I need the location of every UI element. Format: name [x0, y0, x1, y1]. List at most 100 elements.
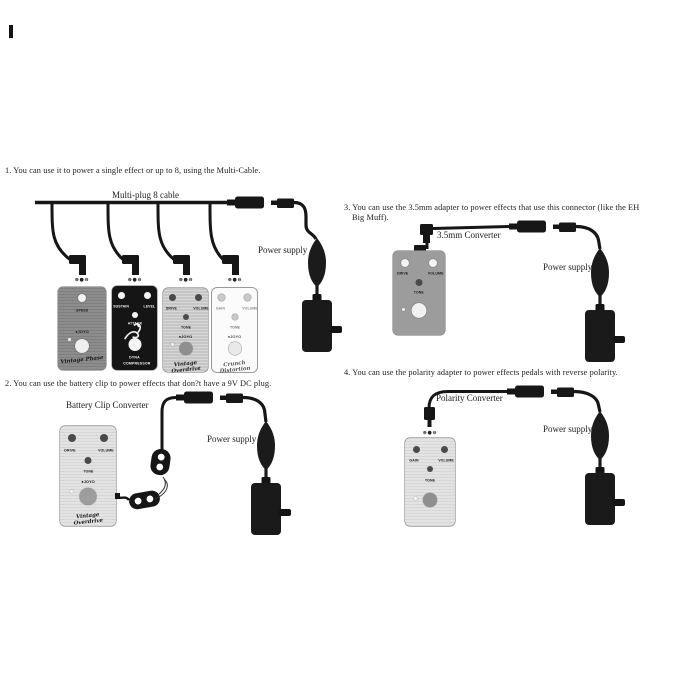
caption-section3-line1: 3. You can use the 3.5mm adapter to powe… — [344, 203, 640, 212]
caption-section2: 2. You can use the battery clip to power… — [5, 379, 272, 388]
caption-section4: 4. You can use the polarity adapter to p… — [344, 368, 618, 377]
power-supply-unit-s2 — [251, 421, 291, 535]
footswitch — [411, 303, 427, 319]
footswitch — [79, 488, 97, 505]
knob-sustain — [118, 291, 126, 299]
knob-label: TONE — [424, 478, 436, 482]
knob-drive — [68, 434, 77, 442]
polarity-symbol-4: ⊕●⊖ — [227, 276, 243, 283]
pedal-effect-s4: GAIN VOLUME TONE — [405, 438, 455, 526]
knob-label: VOLUME — [98, 448, 114, 453]
dc-plug-3 — [173, 255, 190, 275]
knob-label: SPEED — [75, 308, 89, 313]
label-power-supply-s1: Power supply — [258, 245, 308, 255]
plug-3-5mm — [414, 224, 433, 251]
power-supply-unit-s1 — [302, 238, 342, 352]
brand-logo: ●JOYO — [75, 329, 89, 334]
knob-label: DRIVE — [396, 272, 408, 276]
knob-volume — [194, 293, 202, 301]
footswitch — [228, 341, 241, 355]
pedal-vintage-overdrive-s2: DRIVE VOLUME TONE ●JOYO Vintage Overdriv… — [60, 426, 120, 527]
knob-label: VOLUME — [427, 272, 444, 276]
cable-connector-pair-s3 — [509, 220, 576, 233]
label-35mm-converter: 3.5mm Converter — [437, 230, 501, 240]
footswitch — [179, 341, 192, 355]
led-indicator — [414, 496, 417, 500]
knob-speed — [78, 293, 86, 302]
footswitch — [75, 339, 89, 354]
label-multi-plug-cable: Multi-plug 8 cable — [112, 190, 179, 200]
power-cable-s1 — [293, 200, 318, 240]
knob-label: VOLUME — [192, 306, 209, 311]
cable-connector-pair-s4 — [507, 385, 574, 398]
knob-attack — [131, 312, 138, 319]
converter-cable-s4 — [427, 390, 507, 409]
knob-volume — [429, 258, 438, 267]
label-polarity-converter: Polarity Converter — [436, 393, 503, 403]
pedal-vintage-phase: SPEED ●JOYO Vintage Phase — [58, 287, 106, 370]
knob-label: TONE — [229, 325, 240, 330]
pedal-name-line2: COMPRESSOR — [123, 361, 151, 366]
knob-label: GAIN — [215, 306, 225, 311]
knob-tone — [182, 314, 189, 321]
knob-level — [143, 291, 151, 299]
battery-clip-lower — [129, 490, 160, 510]
knob-label: TONE — [82, 469, 94, 474]
power-cable-s2 — [242, 395, 268, 423]
knob-volume — [440, 445, 448, 453]
polarity-symbol-1: ⊕●⊖ — [74, 276, 90, 283]
knob-drive — [169, 293, 177, 301]
knob-tone — [231, 314, 238, 321]
plug-polarity — [424, 407, 435, 427]
knob-label: DRIVE — [165, 306, 177, 311]
battery-clip-upper — [150, 449, 171, 476]
brand-logo: ●JOYO — [81, 479, 95, 484]
knob-label: TONE — [413, 290, 425, 295]
battery-clip-cable — [160, 396, 177, 452]
scorpion-graphic — [124, 323, 142, 340]
led-indicator — [67, 338, 71, 342]
cable-connector-pair-s2 — [176, 391, 243, 404]
battery-clip-wires — [154, 476, 168, 500]
knob-label: SUSTAIN — [112, 304, 129, 309]
footswitch — [423, 493, 437, 508]
pedal-name: Vintage Overdrive — [73, 511, 104, 527]
knob-volume — [99, 434, 108, 442]
power-cable-s3 — [575, 224, 602, 250]
pedal-name-line1: DYNA — [129, 355, 140, 360]
pedal-name: Vintage Phase — [60, 354, 104, 366]
dc-jack-nub — [115, 493, 120, 499]
pedal-effect-s3: DRIVE VOLUME TONE — [393, 251, 445, 335]
knob-drive — [400, 258, 409, 267]
knob-label: VOLUME — [241, 306, 258, 311]
pedal-dyna-compressor: SUSTAIN LEVEL ATTACK DYNA COMPRESSOR — [112, 286, 157, 370]
dc-plug-4 — [222, 255, 239, 275]
knob-label: DRIVE — [64, 448, 76, 453]
polarity-symbol-3: ⊕●⊖ — [178, 276, 194, 283]
polarity-symbol-s4: ⊕●⊖ — [422, 429, 438, 436]
multi-plug-cable — [35, 200, 228, 261]
knob-label: GAIN — [409, 459, 419, 463]
footswitch — [128, 338, 141, 352]
label-power-supply-s4: Power supply — [543, 424, 593, 434]
polarity-symbol-2: ⊕●⊖ — [127, 276, 143, 283]
knob-tone — [84, 457, 92, 464]
dc-plug-2 — [122, 255, 139, 275]
knob-volume — [243, 293, 251, 301]
caption-section3-line2: Big Muff). — [352, 213, 389, 222]
knob-label: LEVEL — [143, 304, 155, 309]
brand-logo: ●JOYO — [178, 333, 193, 339]
knob-label: VOLUME — [438, 459, 454, 463]
converter-cable-s3 — [432, 225, 510, 230]
label-power-supply-s2: Power supply — [207, 434, 257, 444]
power-cable-s4 — [573, 389, 602, 413]
knob-gain — [218, 293, 226, 301]
knob-tone — [415, 278, 423, 286]
label-battery-clip-converter: Battery Clip Converter — [66, 400, 149, 410]
caption-section1: 1. You can use it to power a single effe… — [5, 166, 261, 175]
knob-tone — [427, 466, 433, 473]
cable-connector-pair-s1 — [227, 196, 294, 209]
scan-artifact-mark — [9, 25, 13, 38]
led-indicator — [171, 343, 175, 347]
